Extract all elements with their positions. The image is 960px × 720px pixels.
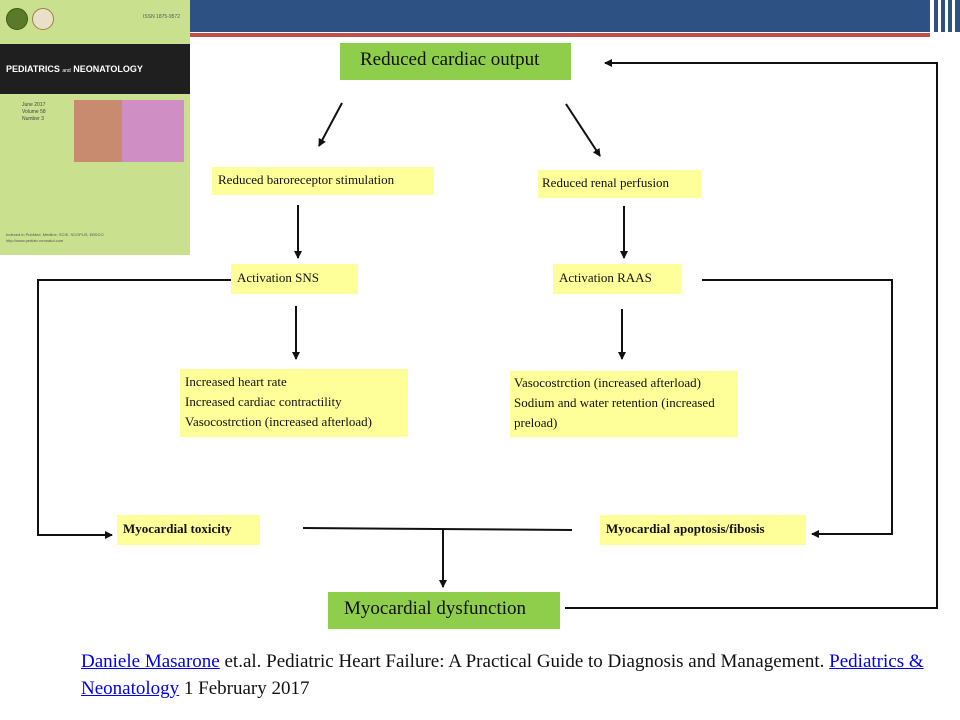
node-activation-raas: Activation RAAS [553,264,681,294]
node-myocardial-toxicity-label: Myocardial toxicity [123,521,232,536]
sns-effect-3: Vasocostrction (increased afterload) [185,414,372,429]
journal-cover-image: ISSN 1875-9572 PEDIATRICS and NEONATOLOG… [0,0,190,255]
node-myocardial-dysfunction: Myocardial dysfunction [328,592,560,629]
line-toxicity-to-apoptosis [302,527,573,531]
arrow-output-to-baroreceptor [318,102,343,147]
sns-effect-2: Increased cardiac contractility [185,394,342,409]
node-reduced-cardiac-output-label: Reduced cardiac output [360,49,540,70]
cover-photo-histology [122,100,184,162]
cover-journal-title: PEDIATRICS and NEONATOLOGY [6,64,143,74]
cover-title-band [0,44,190,94]
node-myocardial-apoptosis: Myocardial apoptosis/fibosis [600,515,806,545]
cover-logos [6,8,56,30]
society-logo-icon [6,8,28,30]
raas-effect-1: Vasocostrction (increased afterload) [514,375,701,390]
header-bar [190,0,930,32]
author-link[interactable]: Daniele Masarone [81,651,220,672]
node-raas-effects: Vasocostrction (increased afterload) Sod… [510,371,738,437]
citation-text-1: et.al. Pediatric Heart Failure: A Practi… [219,651,830,672]
citation: Daniele Masarone et.al. Pediatric Heart … [81,648,960,702]
arrow-dysfunction-to-output [565,59,938,609]
node-myocardial-apoptosis-label: Myocardial apoptosis/fibosis [606,521,765,536]
node-myocardial-toxicity: Myocardial toxicity [117,515,260,545]
node-myocardial-dysfunction-label: Myocardial dysfunction [344,598,527,619]
node-reduced-baroreceptor-label: Reduced baroreceptor stimulation [218,172,395,187]
sns-effect-1: Increased heart rate [185,374,287,389]
citation-text-2: 1 February 2017 [179,678,310,699]
journal-link[interactable]: Pediatrics & Neonatology [81,651,924,699]
arrow-sns-to-toxicity [37,279,235,539]
cover-issn: ISSN 1875-9572 [143,14,180,20]
seal-logo-icon [32,8,54,30]
raas-effect-3: preload) [514,415,558,430]
cover-issue-info: June 2017 Volume 58 Number 3 [22,102,46,122]
arrow-output-to-renal [565,103,601,157]
node-activation-sns-label: Activation SNS [237,270,319,285]
node-activation-raas-label: Activation RAAS [559,270,652,285]
node-reduced-renal-perfusion-label: Reduced renal perfusion [542,175,670,190]
cover-photo-foot [74,100,122,162]
node-reduced-baroreceptor: Reduced baroreceptor stimulation [212,167,434,195]
header-accent-line [190,33,930,37]
arrow-raas-to-apoptosis [702,279,893,538]
raas-effect-2: Sodium and water retention (increased [514,395,715,410]
cover-footer: Indexed in PubMed, Medline, SCIE, SCOPUS… [6,232,104,243]
node-reduced-cardiac-output: Reduced cardiac output [340,43,571,80]
node-activation-sns: Activation SNS [231,264,358,294]
header-stripes [932,0,960,60]
node-reduced-renal-perfusion: Reduced renal perfusion [538,170,701,198]
node-sns-effects: Increased heart rate Increased cardiac c… [180,369,408,437]
